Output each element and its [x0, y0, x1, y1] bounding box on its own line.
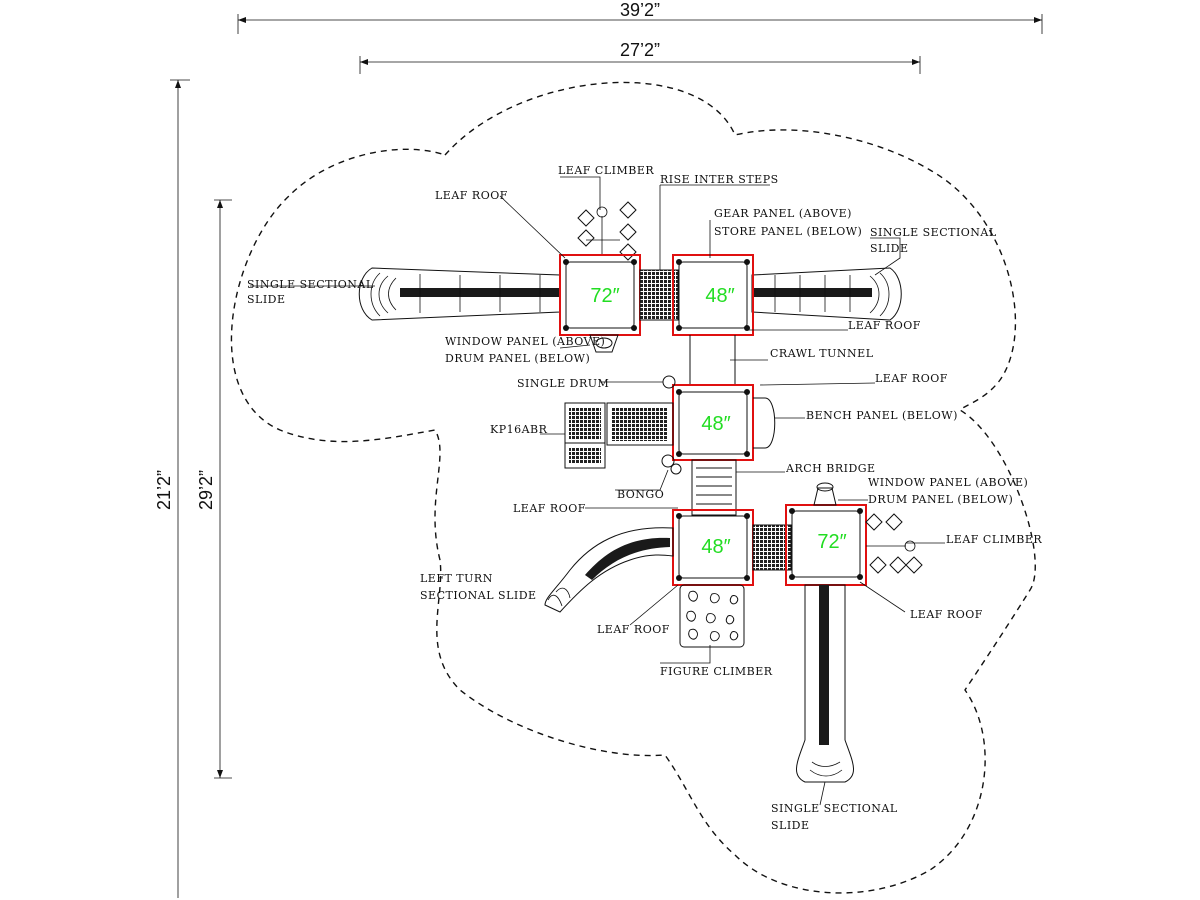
dimension-top-inner: 27’2”: [359, 40, 921, 74]
label-single-sectional-right-1: SINGLE SECTIONAL: [870, 226, 997, 239]
left-turn-slide: [544, 527, 674, 613]
platform-height-4: 48″: [701, 536, 730, 558]
label-single-sectional-bottom-1: SINGLE SECTIONAL: [771, 802, 898, 815]
platform-height-3: 48″: [701, 413, 730, 435]
platform-height-2: 48″: [705, 285, 734, 307]
leaf-climber-top: [577, 201, 637, 261]
dimension-left-outer: 21’2”: [154, 79, 190, 898]
label-bongo: BONGO: [617, 488, 664, 501]
figure-climber: [679, 584, 745, 648]
dimension-top-outer-text: 39’2”: [620, 0, 660, 20]
label-window-panel-top: WINDOW PANEL (ABOVE): [445, 335, 605, 348]
label-gear-panel: GEAR PANEL (ABOVE): [714, 207, 852, 220]
platform-height-1: 72″: [590, 285, 619, 307]
label-bench-panel: BENCH PANEL (BELOW): [806, 409, 958, 422]
safety-zone-outline: [230, 81, 1036, 894]
crawl-tunnel: [689, 335, 736, 385]
dimension-left-inner: 29’2”: [196, 199, 232, 779]
drum-panel-bottom: [813, 482, 837, 506]
label-rise-inter-steps: RISE INTER STEPS: [660, 173, 779, 186]
label-leaf-climber-right: LEAF CLIMBER: [946, 533, 1042, 546]
rise-inter-steps: [639, 269, 679, 321]
label-store-panel: STORE PANEL (BELOW): [714, 225, 862, 238]
arch-bridge: [691, 459, 737, 516]
platform-72-top-left: 72″: [559, 254, 641, 336]
platform-48-top: 48″: [672, 254, 754, 336]
label-single-sectional-right-2: SLIDE: [870, 242, 909, 255]
bongo: [661, 454, 682, 475]
label-drum-panel-top: DRUM PANEL (BELOW): [445, 352, 590, 365]
platform-48-middle: 48″: [672, 384, 754, 461]
label-figure-climber: FIGURE CLIMBER: [660, 665, 773, 678]
label-single-sectional-bottom-2: SLIDE: [771, 819, 810, 832]
label-leaf-roof-top: LEAF ROOF: [435, 189, 508, 202]
bench-panel: [753, 397, 776, 449]
slide-top-left: [358, 267, 561, 321]
label-leaf-roof-right-top: LEAF ROOF: [848, 319, 921, 332]
label-kp16abr: KP16ABR: [490, 423, 548, 436]
leaf-climber-right: [865, 513, 923, 574]
label-leaf-climber-top: LEAF CLIMBER: [558, 164, 654, 177]
label-single-sectional-left-1: SINGLE SECTIONAL: [247, 278, 374, 291]
label-leaf-roof-mid: LEAF ROOF: [875, 372, 948, 385]
label-crawl-tunnel: CRAWL TUNNEL: [770, 347, 874, 360]
label-arch-bridge: ARCH BRIDGE: [785, 462, 876, 475]
label-single-drum: SINGLE DRUM: [517, 377, 609, 390]
dimension-left-outer-text: 21’2”: [154, 470, 174, 510]
inter-steps-bottom: [752, 524, 792, 571]
label-leaf-roof-bottom: LEAF ROOF: [597, 623, 670, 636]
platform-height-5: 72″: [817, 531, 846, 553]
drum-panel-top: [589, 334, 619, 353]
dimension-left-inner-text: 29’2”: [196, 470, 216, 510]
dimension-top-outer: 39’2”: [237, 0, 1043, 34]
platform-72-bottom-right: 72″: [785, 504, 867, 586]
label-window-panel-bottom: WINDOW PANEL (ABOVE): [868, 476, 1028, 489]
label-leaf-roof-right-bottom: LEAF ROOF: [910, 608, 983, 621]
slide-top-right: [751, 267, 902, 321]
dimension-top-inner-text: 27’2”: [620, 40, 660, 60]
single-drum: [662, 375, 676, 389]
label-left-turn-2: SECTIONAL SLIDE: [420, 589, 537, 602]
leader-lines: [250, 176, 945, 806]
label-single-sectional-left-2: SLIDE: [247, 293, 286, 306]
label-drum-panel-bottom: DRUM PANEL (BELOW): [868, 493, 1013, 506]
label-leaf-roof-left-bottom: LEAF ROOF: [513, 502, 586, 515]
slide-bottom: [796, 584, 854, 783]
label-left-turn-1: LEFT TURN: [420, 572, 493, 585]
kp16abr-module: [564, 402, 674, 469]
platform-48-bottom: 48″: [672, 509, 754, 586]
